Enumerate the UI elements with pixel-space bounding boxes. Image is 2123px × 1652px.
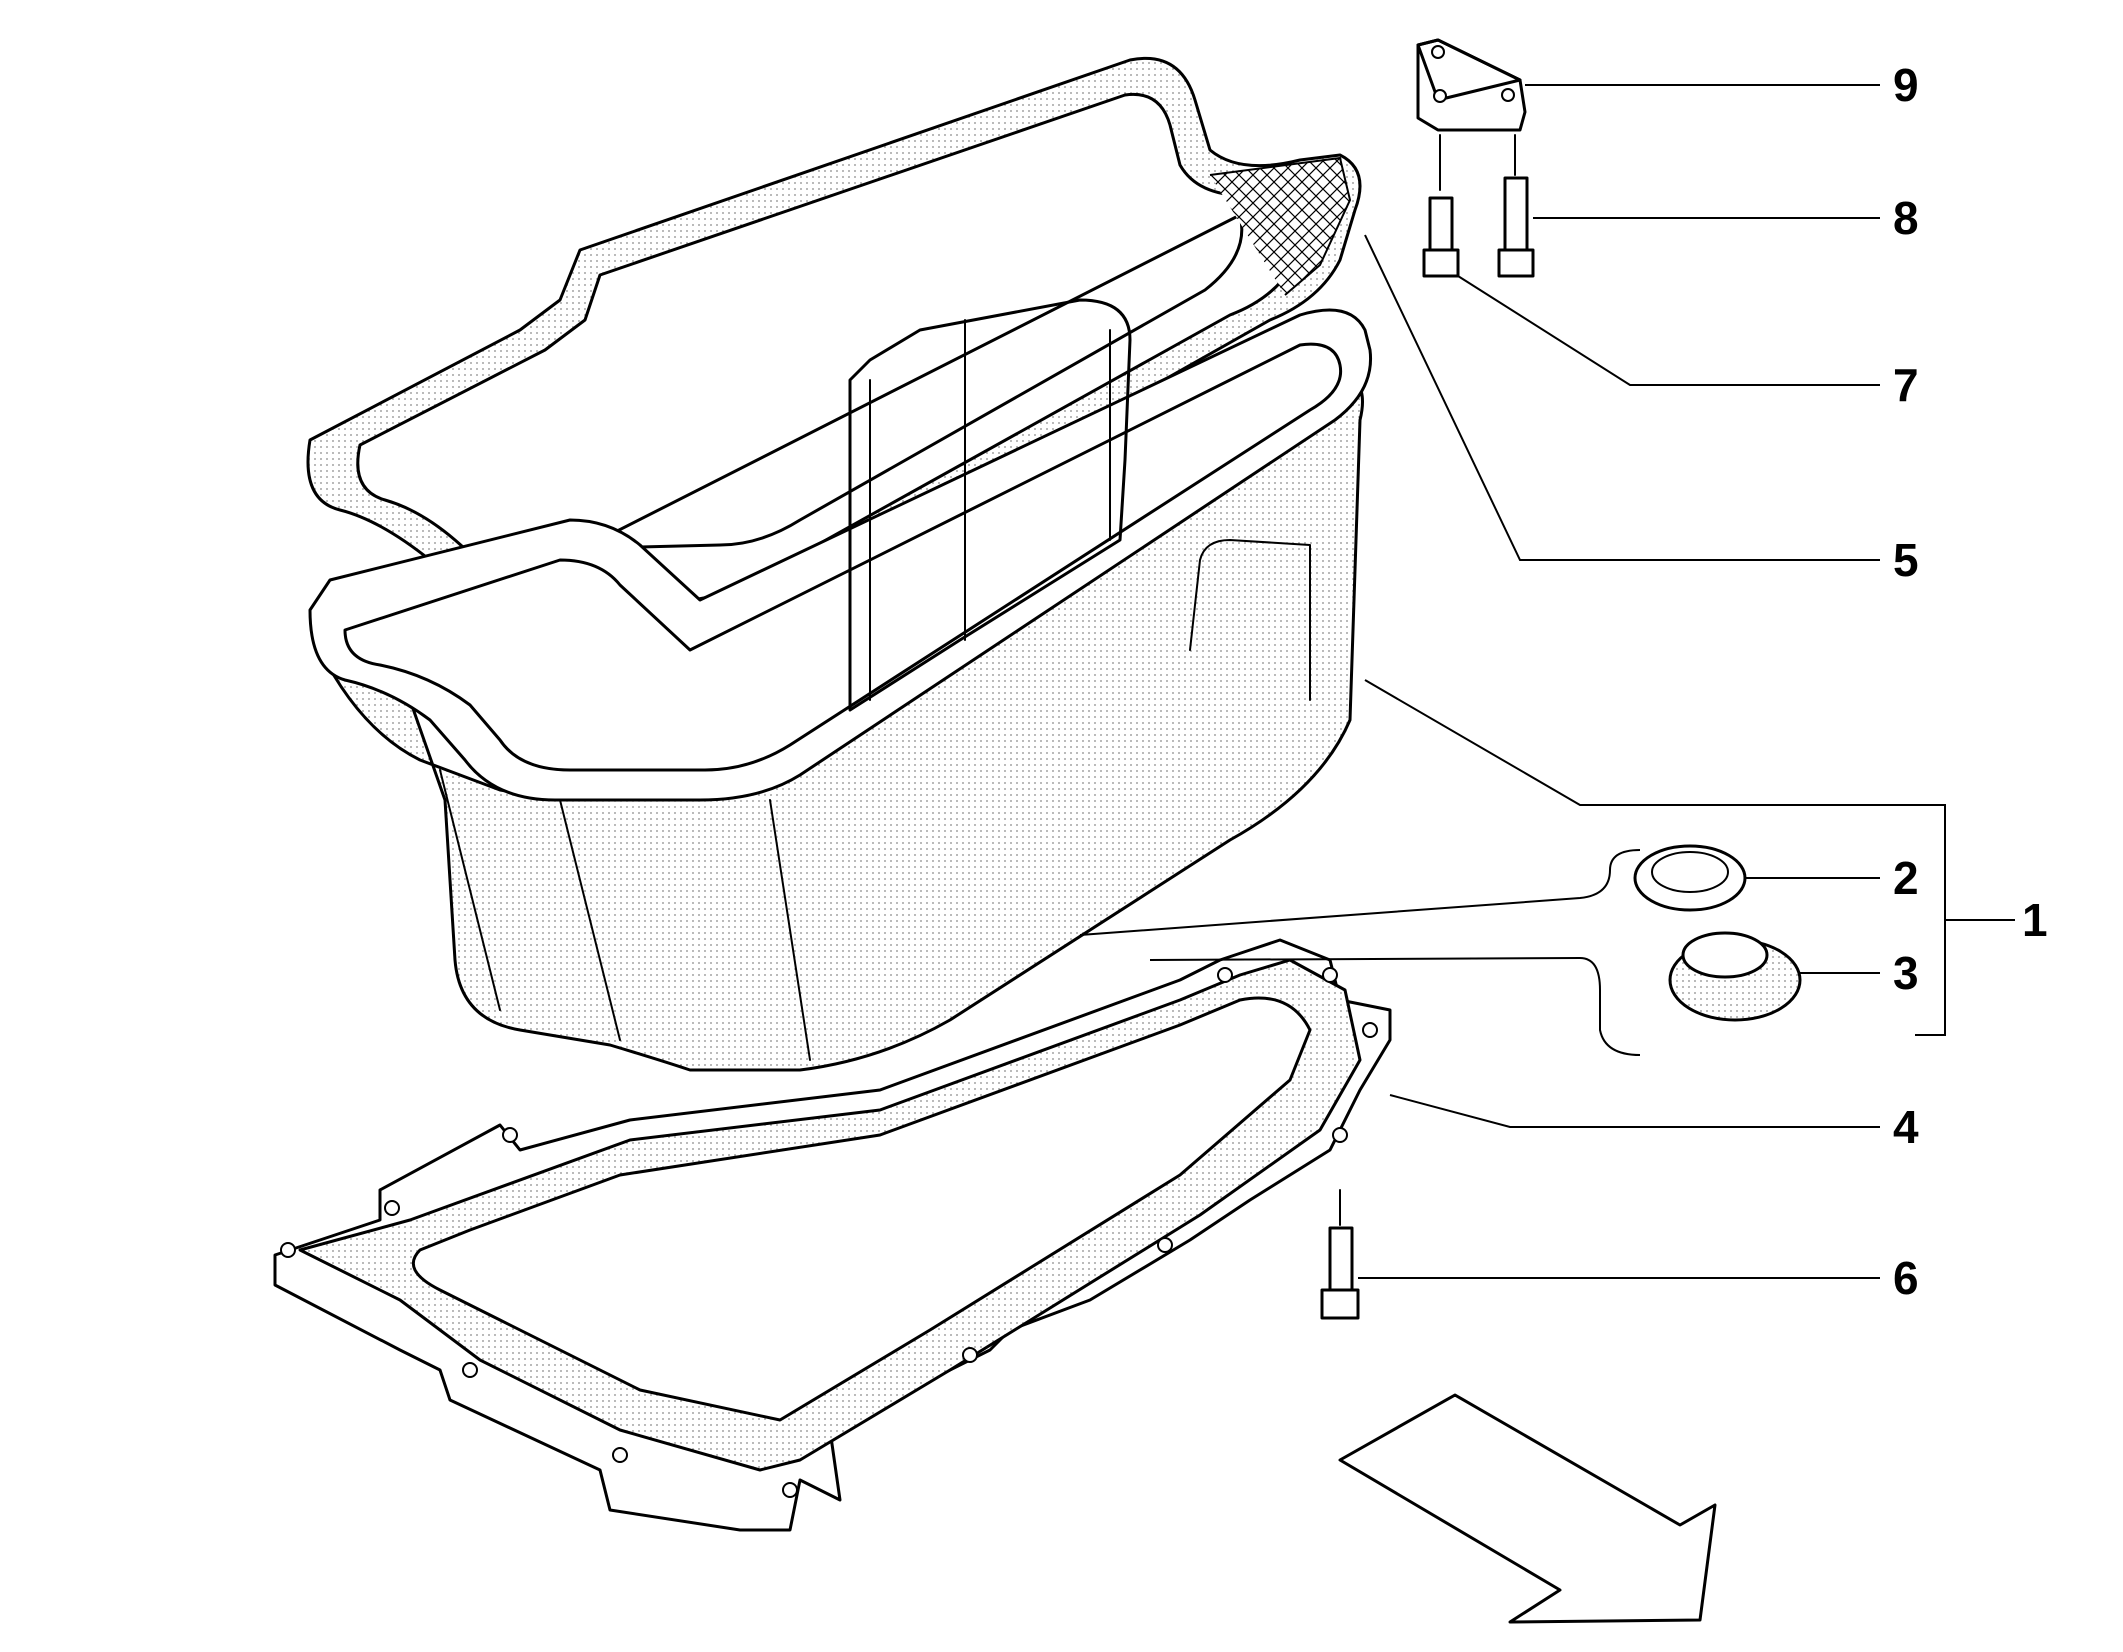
flange-bolt [1320,1189,1360,1320]
callout-5: 5 [1893,534,1919,586]
callout-3: 3 [1893,947,1919,999]
leader-lines [1079,84,2015,1279]
callout-labels: 9 8 7 5 2 1 3 4 6 [1893,59,2048,1304]
callout-4: 4 [1893,1101,1919,1153]
cover-plate [1416,38,1527,132]
callout-9: 9 [1893,59,1919,111]
bolt-pair [1422,134,1535,278]
lower-gasket-flange [273,938,1392,1532]
flange-bolt-holes [280,967,1378,1498]
callout-2: 2 [1893,852,1919,904]
drain-plug [1668,931,1802,1022]
upper-gasket [306,56,1362,642]
oil-pan [308,298,1373,1072]
callout-1: 1 [2022,894,2048,946]
callout-7: 7 [1893,359,1919,411]
seal-ring [1633,844,1747,912]
callout-8: 8 [1893,192,1919,244]
callout-6: 6 [1893,1252,1919,1304]
front-direction-arrow [1338,1393,1717,1624]
